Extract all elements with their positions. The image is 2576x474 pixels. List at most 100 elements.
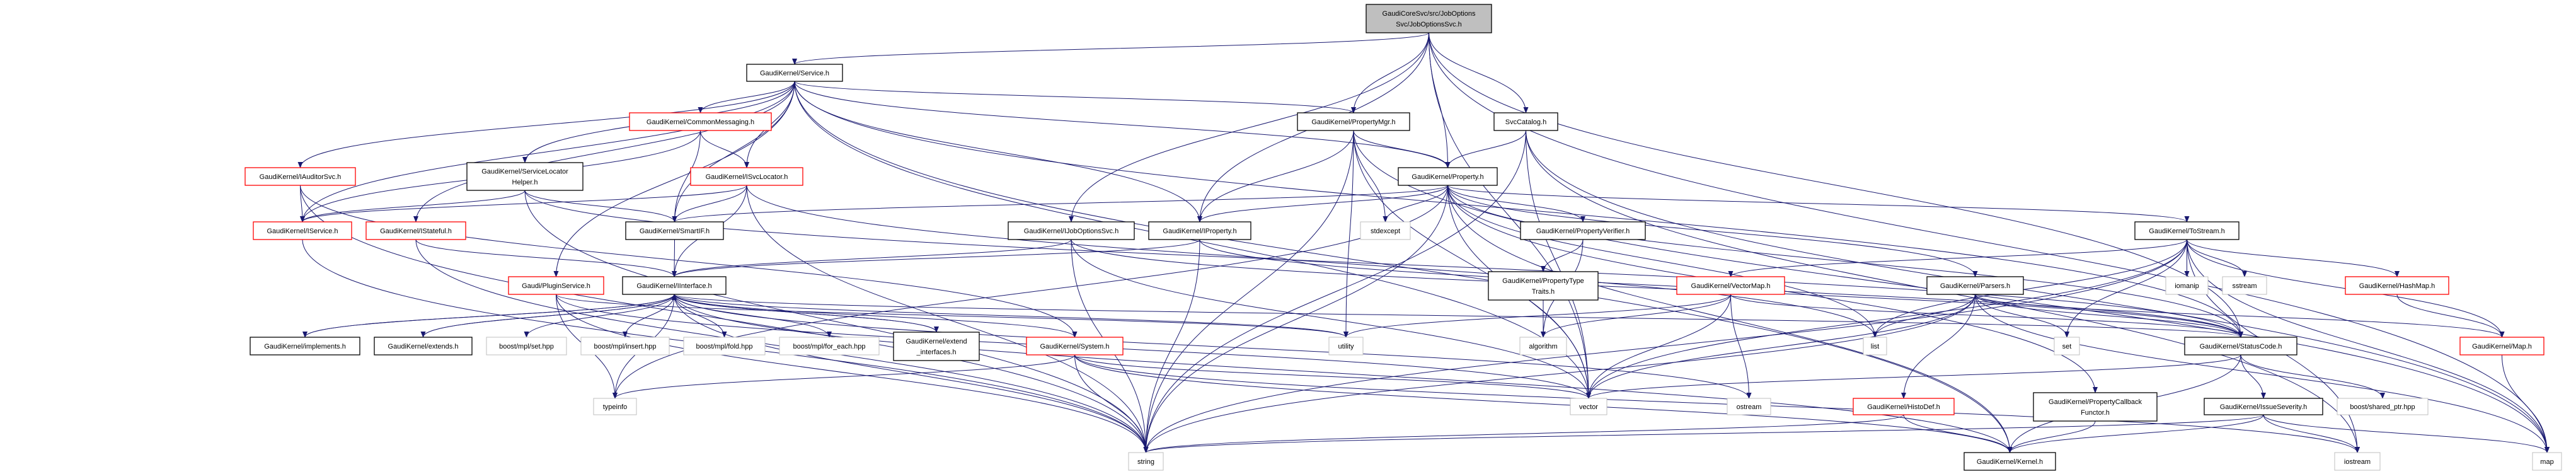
- node-iinterface[interactable]: GaudiKernel/IInterface.h: [622, 276, 727, 295]
- edge-iinterface-to-mplfold: [674, 294, 727, 338]
- node-box: [1026, 337, 1124, 356]
- node-plugin[interactable]: Gaudi/PluginService.h: [508, 276, 604, 295]
- node-box: [2459, 337, 2544, 356]
- node-iomanip[interactable]: iomanip: [2165, 276, 2209, 295]
- node-kernel[interactable]: GaudiKernel/Kernel.h: [1964, 452, 2056, 471]
- node-list[interactable]: list: [1863, 337, 1887, 356]
- node-stdexcept[interactable]: stdexcept: [1360, 221, 1411, 240]
- node-istateful[interactable]: GaudiKernel/IStateful.h: [365, 221, 466, 240]
- node-implements[interactable]: GaudiKernel/implements.h: [250, 337, 360, 356]
- edge-system-to-vector: [1074, 354, 1591, 399]
- node-sharedptr[interactable]: boost/shared_ptr.hpp: [2337, 398, 2429, 415]
- edge-property-to-stdexcept: [1383, 185, 1448, 223]
- node-mplforeach[interactable]: boost/mpl/for_each.hpp: [779, 337, 880, 356]
- edge-svccatalog-to-string: [1143, 130, 1526, 453]
- node-box: [629, 112, 772, 131]
- node-propmgr[interactable]: GaudiKernel/PropertyMgr.h: [1297, 112, 1410, 131]
- node-hashmap[interactable]: GaudiKernel/HashMap.h: [2345, 276, 2449, 295]
- node-box: [593, 398, 637, 415]
- node-label: GaudiKernel/Map.h: [2472, 343, 2532, 350]
- node-mplinsert[interactable]: boost/mpl/insert.hpp: [580, 337, 670, 356]
- edge-root-to-ijobopt: [1069, 32, 1429, 223]
- node-label: Functor.h: [2081, 409, 2110, 417]
- node-svccatalog[interactable]: SvcCatalog.h: [1493, 112, 1558, 131]
- node-statuscode[interactable]: GaudiKernel/StatusCode.h: [2184, 337, 2297, 356]
- node-commonmsg[interactable]: GaudiKernel/CommonMessaging.h: [629, 112, 772, 131]
- node-label: Svc/JobOptionsSvc.h: [1396, 21, 1462, 28]
- edge-property-to-propverifier: [1447, 185, 1585, 223]
- node-iservice[interactable]: GaudiKernel/IService.h: [253, 221, 352, 240]
- node-box: [2222, 276, 2267, 295]
- edge-property-to-statuscode: [1447, 185, 2243, 338]
- node-issuesev[interactable]: GaudiKernel/IssueSeverity.h: [2204, 398, 2323, 415]
- node-iproperty[interactable]: GaudiKernel/IProperty.h: [1148, 221, 1251, 240]
- node-map[interactable]: map: [2532, 452, 2562, 471]
- node-label: vector: [1579, 403, 1598, 411]
- edge-svccatalog-to-vector: [1526, 130, 1591, 399]
- node-tostream[interactable]: GaudiKernel/ToStream.h: [2134, 221, 2240, 240]
- node-service[interactable]: GaudiKernel/Service.h: [746, 64, 843, 82]
- node-ijobopt[interactable]: GaudiKernel/IJobOptionsSvc.h: [1008, 221, 1135, 240]
- node-smartif[interactable]: GaudiKernel/SmartIF.h: [625, 221, 724, 240]
- node-box: [2204, 398, 2323, 415]
- edge-property-to-kernel: [1447, 185, 2013, 453]
- edge-parsers-to-list: [1872, 294, 1975, 338]
- node-vector[interactable]: vector: [1570, 398, 1607, 415]
- edge-statuscode-to-sharedptr: [2240, 354, 2385, 399]
- edge-property-to-string: [1143, 185, 1448, 453]
- node-label: GaudiKernel/PropertyMgr.h: [1311, 118, 1395, 126]
- node-utility[interactable]: utility: [1328, 337, 1364, 356]
- node-set[interactable]: set: [2054, 337, 2080, 356]
- node-box: [690, 167, 803, 186]
- node-root[interactable]: GaudiCoreSvc/src/JobOptionsSvc/JobOption…: [1366, 4, 1492, 33]
- edge-statuscode-to-vector: [1586, 354, 2241, 399]
- node-mplset[interactable]: boost/mpl/set.hpp: [486, 337, 567, 356]
- edge-iproperty-to-iinterface: [672, 239, 1200, 277]
- node-iostream[interactable]: iostream: [2334, 452, 2381, 471]
- node-box: [622, 276, 727, 295]
- node-mplfold[interactable]: boost/mpl/fold.hpp: [683, 337, 766, 356]
- edge-vectormap-to-vector: [1586, 294, 1731, 399]
- node-label: GaudiKernel/Parsers.h: [1940, 282, 2010, 290]
- edge-statuscode-to-issuesev: [2240, 354, 2266, 399]
- node-ostream[interactable]: ostream: [1727, 398, 1771, 415]
- node-maph[interactable]: GaudiKernel/Map.h: [2459, 337, 2544, 356]
- node-box: [2054, 337, 2080, 356]
- node-isvcloc[interactable]: GaudiKernel/ISvcLocator.h: [690, 167, 803, 186]
- node-histodef[interactable]: GaudiKernel/HistoDef.h: [1853, 398, 1955, 415]
- edge-propmgr-to-property: [1353, 130, 1451, 168]
- node-label: string: [1137, 458, 1154, 466]
- node-label: GaudiKernel/VectorMap.h: [1691, 282, 1771, 290]
- node-string[interactable]: string: [1128, 452, 1164, 471]
- edge-isvcloc-to-smartif: [672, 185, 747, 223]
- node-sstream[interactable]: sstream: [2222, 276, 2267, 295]
- edge-tostream-to-vectormap: [1728, 239, 2187, 277]
- edge-iauditor-to-system: [300, 185, 1078, 338]
- edge-iproperty-to-string: [1143, 239, 1200, 453]
- node-extends[interactable]: GaudiKernel/extends.h: [374, 337, 473, 356]
- edge-isvcloc-to-string: [746, 185, 1149, 453]
- edge-property-to-parsers: [1447, 185, 1978, 277]
- edge-svccatalog-to-property: [1445, 130, 1526, 168]
- node-system[interactable]: GaudiKernel/System.h: [1026, 337, 1124, 356]
- edge-isvcloc-to-iservice: [300, 185, 747, 223]
- node-vectormap[interactable]: GaudiKernel/VectorMap.h: [1676, 276, 1785, 295]
- edge-plugin-to-string: [556, 294, 1149, 453]
- node-parsers[interactable]: GaudiKernel/Parsers.h: [1926, 276, 2024, 295]
- node-algorithm[interactable]: algorithm: [1519, 337, 1567, 356]
- node-extendif[interactable]: GaudiKernel/extend_interfaces.h: [893, 332, 980, 361]
- edge-propmgr-to-utility: [1343, 130, 1354, 338]
- node-label: GaudiKernel/IssueSeverity.h: [2220, 403, 2308, 411]
- node-label: boost/mpl/set.hpp: [499, 343, 554, 350]
- node-typeinfo[interactable]: typeinfo: [593, 398, 637, 415]
- node-propverifier[interactable]: GaudiKernel/PropertyVerifier.h: [1520, 221, 1646, 240]
- node-iauditor[interactable]: GaudiKernel/IAuditorSvc.h: [244, 167, 356, 186]
- node-box: [2334, 452, 2381, 471]
- node-property[interactable]: GaudiKernel/Property.h: [1398, 167, 1498, 186]
- edge-iinterface-to-mplset: [524, 294, 675, 338]
- edge-histodef-to-kernel: [1903, 414, 2013, 453]
- node-label: GaudiKernel/IJobOptionsSvc.h: [1024, 228, 1118, 235]
